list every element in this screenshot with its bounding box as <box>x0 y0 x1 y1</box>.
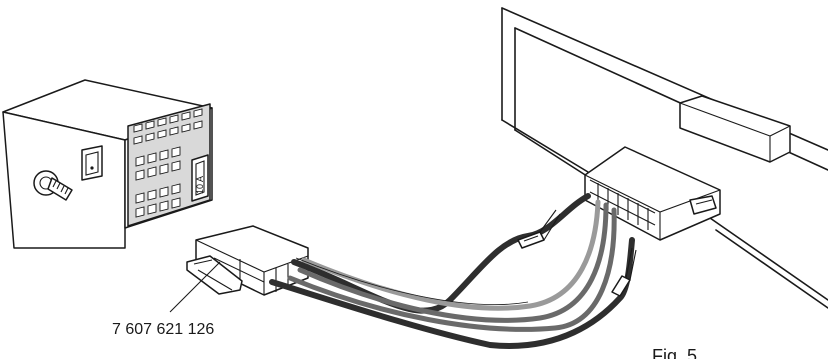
figure-caption: Fig. 5 <box>652 346 697 359</box>
fuse-label: 10 A <box>195 176 205 194</box>
dashboard-block <box>679 95 791 163</box>
wire-light <box>301 199 601 311</box>
crimp-connector-lower <box>611 247 637 297</box>
radio-pin-field-middle <box>135 146 181 181</box>
part-number-callout: 7 607 621 126 <box>112 261 221 338</box>
rocker-switch-icon <box>81 145 103 181</box>
part-number-label: 7 607 621 126 <box>112 321 214 338</box>
fuse-holder: 10 A <box>191 154 209 202</box>
iso-adapter-plug-icon <box>186 225 309 296</box>
radio-pin-field-upper <box>133 108 203 145</box>
antenna-socket-icon <box>33 170 73 201</box>
car-radio-rear-icon: 10 A <box>2 79 213 249</box>
radio-pin-field-lower <box>135 183 181 218</box>
crimp-connector-upper <box>517 209 561 249</box>
wire-mid-1 <box>297 202 609 323</box>
wire-harness <box>269 193 637 349</box>
wire-mid-2 <box>287 207 617 332</box>
